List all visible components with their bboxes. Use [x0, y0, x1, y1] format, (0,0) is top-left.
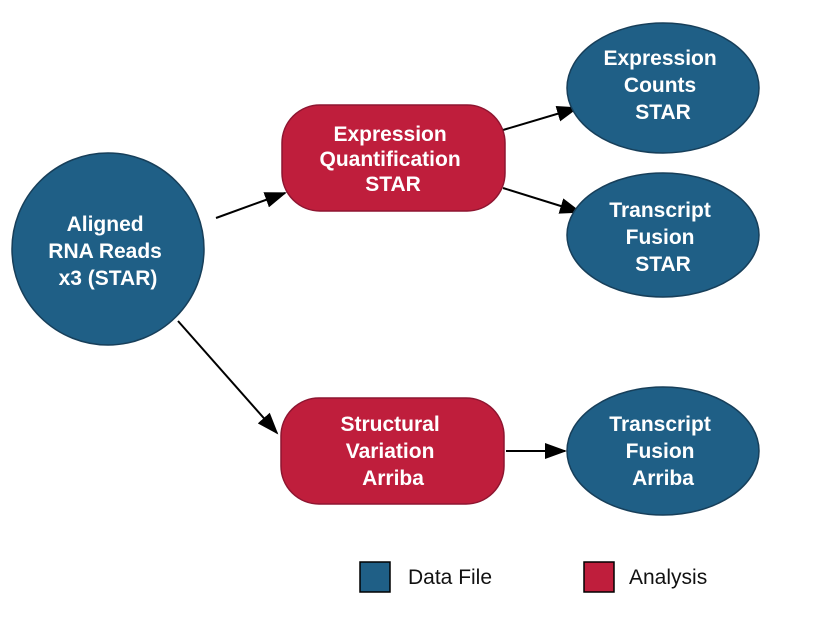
transcript-fusion-arriba-label: Transcript Fusion Arriba	[609, 413, 716, 490]
edge-expression-quant-to-expression-counts	[502, 106, 579, 131]
transcript-fusion-star-label: Transcript Fusion STAR	[609, 199, 716, 276]
legend-data-file-label: Data File	[408, 566, 492, 589]
node-transcript-fusion-star: Transcript Fusion STAR	[566, 172, 760, 298]
aligned-reads-label: Aligned RNA Reads x3 (STAR)	[48, 213, 167, 290]
expression-quant-shape	[281, 104, 506, 212]
structural-variation-label: Structural Variation Arriba	[340, 413, 445, 490]
legend: Data File Analysis	[359, 561, 707, 593]
node-transcript-fusion-arriba: Transcript Fusion Arriba	[566, 386, 760, 516]
transcript-fusion-star-shape	[566, 172, 760, 298]
legend-analysis-label: Analysis	[629, 566, 707, 589]
legend-data-file-swatch	[359, 561, 391, 593]
edge-expression-quant-to-transcript-fusion-star	[502, 187, 582, 214]
node-expression-counts: Expression Counts STAR	[566, 22, 760, 154]
structural-variation-shape	[280, 397, 505, 505]
expression-counts-label: Expression Counts STAR	[603, 47, 722, 124]
expression-counts-shape	[566, 22, 760, 154]
node-aligned-reads: Aligned RNA Reads x3 (STAR)	[11, 152, 205, 346]
node-structural-variation: Structural Variation Arriba	[280, 397, 505, 505]
edge-aligned-to-structural-variation	[177, 320, 279, 435]
legend-analysis-swatch	[583, 561, 615, 593]
expression-quant-label: Expression Quantification STAR	[319, 123, 466, 196]
edge-aligned-to-expression-quant	[215, 192, 287, 219]
node-expression-quantification: Expression Quantification STAR	[281, 104, 506, 212]
transcript-fusion-arriba-shape	[566, 386, 760, 516]
aligned-reads-shape	[11, 152, 205, 346]
edges-group	[177, 106, 582, 459]
